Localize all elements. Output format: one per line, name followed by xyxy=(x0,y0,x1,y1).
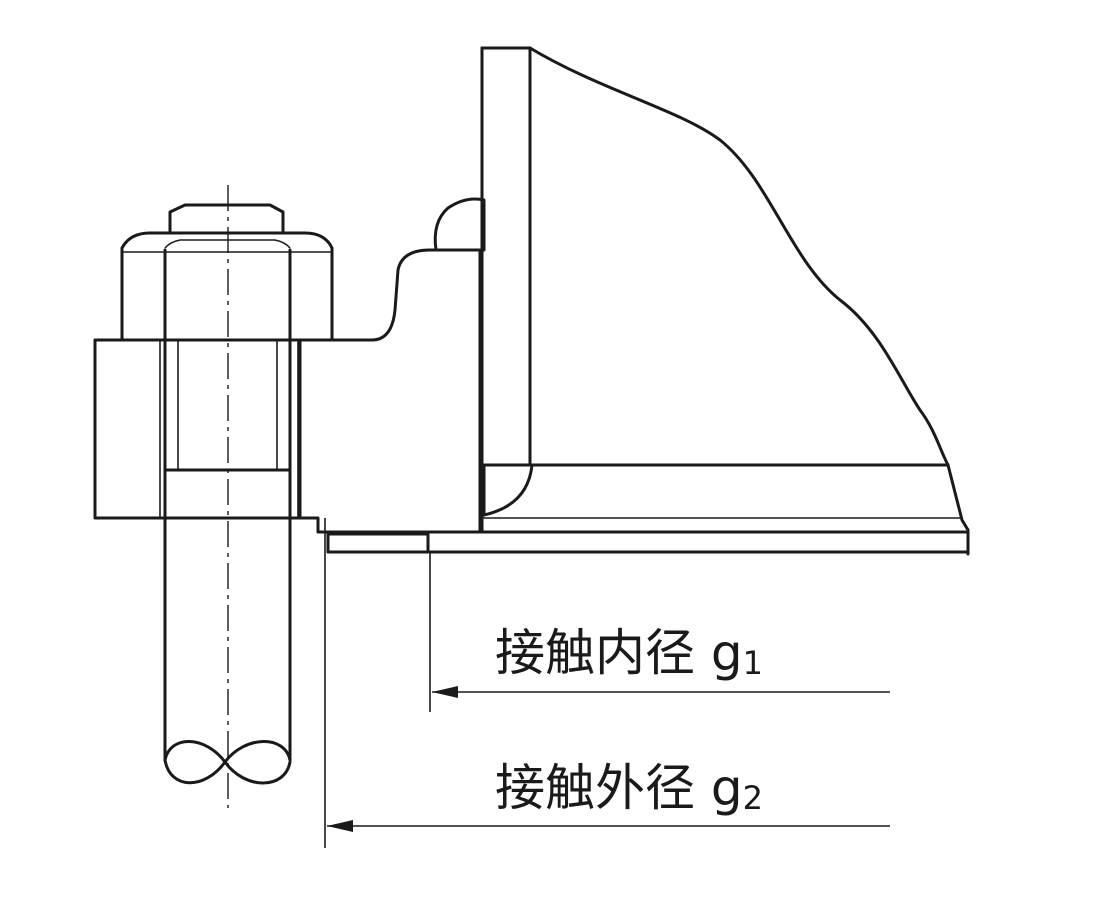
label-outer-diameter: 接触外径 g2 xyxy=(495,759,763,817)
gasket xyxy=(326,532,430,554)
weld-bead-lower xyxy=(482,463,534,517)
upper-flange-lip xyxy=(330,248,482,532)
bottom-plate xyxy=(298,516,970,556)
vessel-shell xyxy=(480,46,970,532)
nut xyxy=(120,203,334,342)
dimension-inner xyxy=(432,686,890,698)
weld-bead-upper xyxy=(433,197,486,252)
dimension-outer xyxy=(327,820,890,832)
lower-flange xyxy=(93,338,302,520)
label-inner-diameter: 接触内径 g1 xyxy=(495,624,763,682)
bolt xyxy=(163,338,292,785)
